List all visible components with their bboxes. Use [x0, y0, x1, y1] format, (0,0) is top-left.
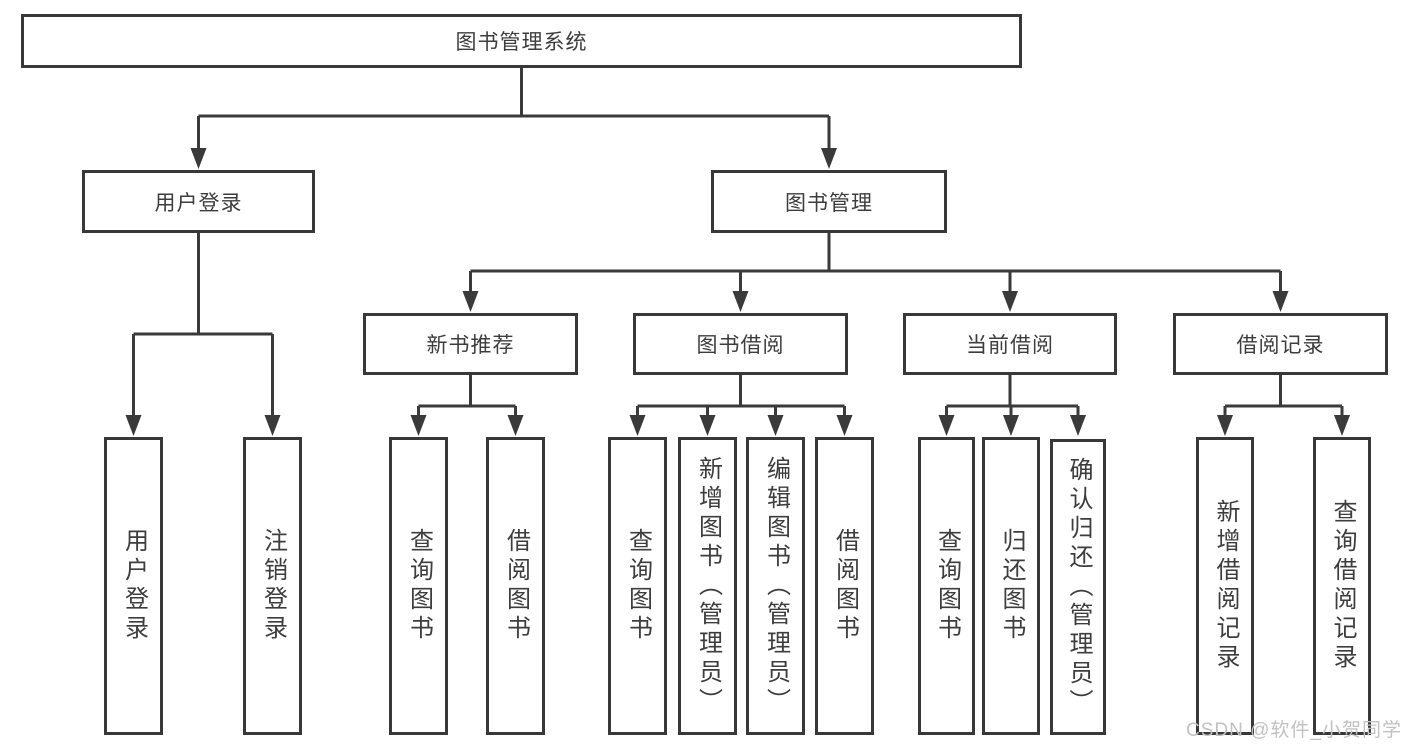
node-book-borrow: 图书借阅	[633, 313, 848, 375]
leaf-borrow-books-2: 借阅图书	[815, 437, 874, 735]
leaf-edit-book-admin: 编辑图书（管理员）	[746, 437, 805, 735]
node-book-borrow-label: 图书借阅	[696, 334, 785, 357]
node-new-book-recommend-label: 新书推荐	[426, 334, 515, 357]
node-user-login: 用户登录	[82, 170, 315, 233]
leaf-add-book-admin: 新增图书（管理员）	[678, 437, 737, 735]
node-root: 图书管理系统	[21, 14, 1022, 68]
leaf-confirm-return-admin-label: 确认归还（管理员）	[1065, 456, 1092, 718]
node-user-login-label: 用户登录	[154, 191, 243, 215]
node-borrow-records: 借阅记录	[1173, 313, 1388, 375]
node-current-borrow: 当前借阅	[903, 313, 1117, 375]
leaf-add-borrow-record-label: 新增借阅记录	[1212, 499, 1239, 673]
leaf-add-book-admin-label: 新增图书（管理员）	[694, 455, 722, 717]
leaf-return-book: 归还图书	[982, 437, 1040, 735]
leaf-user-login: 用户登录	[104, 437, 163, 735]
leaf-query-books-3: 查询图书	[918, 437, 975, 735]
leaf-borrow-books-2-label: 借阅图书	[831, 528, 859, 644]
leaf-edit-book-admin-label: 编辑图书（管理员）	[762, 455, 790, 717]
leaf-query-books-2-label: 查询图书	[624, 528, 652, 644]
leaf-return-book-label: 归还图书	[998, 528, 1025, 644]
leaf-logout-login: 注销登录	[243, 437, 302, 735]
node-borrow-records-label: 借阅记录	[1236, 334, 1325, 357]
leaf-borrow-books-1-label: 借阅图书	[502, 528, 530, 644]
connector-paths	[132, 68, 1344, 417]
leaf-logout-login-label: 注销登录	[259, 528, 287, 644]
leaf-query-borrow-record: 查询借阅记录	[1313, 437, 1371, 735]
leaf-add-borrow-record: 新增借阅记录	[1196, 437, 1254, 735]
leaf-borrow-books-1: 借阅图书	[486, 437, 545, 735]
leaf-query-books-3-label: 查询图书	[933, 528, 961, 644]
arrowhead-icons	[125, 148, 1350, 436]
csdn-watermark: CSDN @软件_小贺同学	[1186, 720, 1402, 741]
node-current-borrow-label: 当前借阅	[966, 334, 1054, 357]
leaf-confirm-return-admin: 确认归还（管理员）	[1050, 439, 1106, 735]
leaf-query-borrow-record-label: 查询借阅记录	[1329, 499, 1356, 673]
node-book-management: 图书管理	[711, 170, 947, 233]
node-new-book-recommend: 新书推荐	[363, 313, 578, 375]
leaf-query-books-1-label: 查询图书	[405, 528, 433, 644]
node-book-management-label: 图书管理	[785, 191, 873, 215]
leaf-query-books-2: 查询图书	[608, 437, 667, 735]
leaf-user-login-label: 用户登录	[120, 528, 148, 644]
leaf-query-books-1: 查询图书	[389, 437, 448, 735]
node-root-label: 图书管理系统	[455, 31, 588, 54]
